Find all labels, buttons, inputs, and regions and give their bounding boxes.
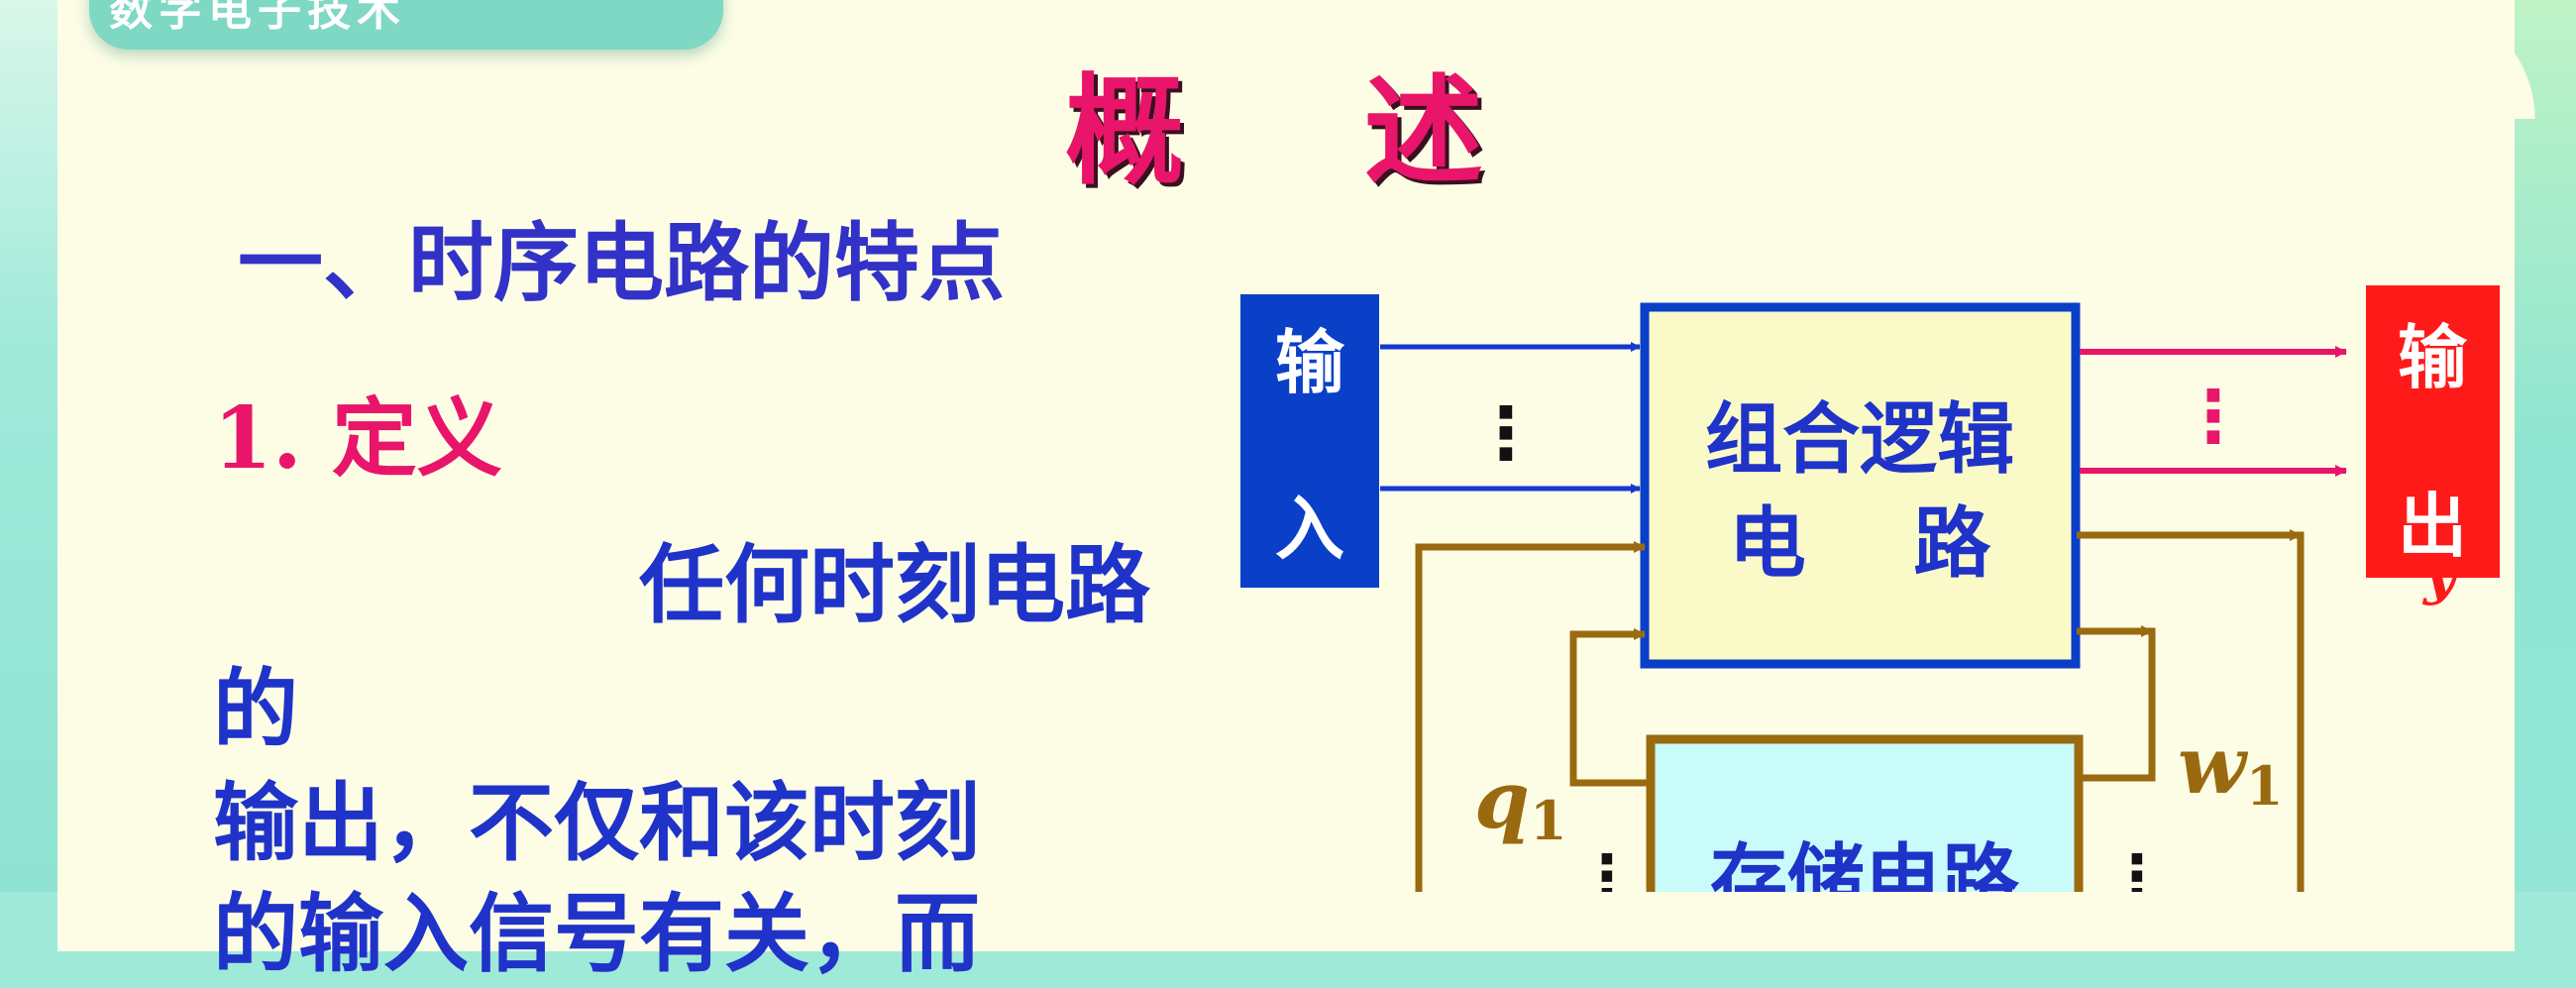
- input-block: [1240, 294, 1379, 588]
- sequential-circuit-diagram: 输 入 ⋮ 组合逻辑 电 路 ⋮ 输 出 y 存储电路 q1 w1 ⋮ ⋮: [1240, 285, 2500, 892]
- definition-line-1: 任何时刻电路: [639, 536, 1150, 635]
- feedback-q1-wire: [1569, 628, 1653, 787]
- definition-label: 1. 定义: [213, 388, 502, 489]
- signal-y-label: y: [2421, 539, 2461, 606]
- signal-w-label: w1: [2178, 718, 2283, 818]
- input-label-top: 输: [1275, 322, 1345, 403]
- feedback-right-outer: [2077, 531, 2305, 892]
- storage-block-label: 存储电路: [1710, 836, 2020, 892]
- course-banner: 数字电子技术: [89, 0, 723, 50]
- slide-title: 概 述: [1065, 61, 1553, 201]
- definition-line-3: 输出，不仅和该时刻: [213, 774, 980, 873]
- feedback-ellipsis-left: ⋮: [1577, 842, 1637, 892]
- section-heading: 一、时序电路的特点: [238, 214, 1005, 313]
- banner-title: 数字电子技术: [109, 0, 406, 36]
- output-block: [2366, 285, 2500, 578]
- signal-q-label: q1: [1474, 753, 1567, 852]
- definition-line-2: 的: [213, 660, 298, 759]
- slide-corner: [2417, 0, 2536, 119]
- output-ellipsis: ⋮: [2178, 375, 2249, 458]
- feedback-w1-wire: [2077, 627, 2156, 782]
- feedback-ellipsis-right: ⋮: [2107, 842, 2167, 892]
- logic-block-label-1: 组合逻辑: [1705, 395, 2014, 485]
- input-label-bottom: 入: [1275, 489, 1344, 570]
- input-ellipsis: ⋮: [1470, 391, 1542, 475]
- output-label-top: 输: [2398, 317, 2468, 398]
- output-label-bottom: 出: [2398, 486, 2467, 567]
- storage-block: [1646, 734, 2084, 892]
- logic-block-label-2: 电 路: [1729, 499, 1992, 589]
- logic-block: [1640, 302, 2081, 669]
